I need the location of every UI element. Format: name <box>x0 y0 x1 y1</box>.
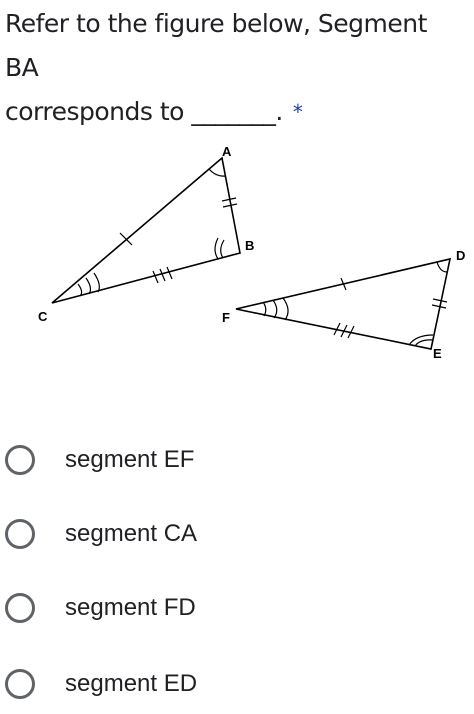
tick-de-2 <box>431 304 447 309</box>
angle-d-arc <box>436 261 448 273</box>
option-segment-fd[interactable]: segment FD <box>0 578 474 638</box>
tick-bc-3 <box>166 266 173 280</box>
angle-c-arc-1 <box>77 283 83 297</box>
angle-c-arc-2 <box>85 277 92 295</box>
label-b: B <box>245 238 254 253</box>
label-d: D <box>456 248 465 263</box>
angle-f-arc-3 <box>282 297 289 321</box>
question-text: Refer to the figure below, Segment BA co… <box>5 2 467 134</box>
tick-de-1 <box>432 298 448 303</box>
angle-a-arc <box>208 168 227 177</box>
tick-fe-2 <box>340 324 348 338</box>
angle-b-arc-inner <box>220 239 225 259</box>
option-segment-ef[interactable]: segment EF <box>0 430 474 490</box>
question-line-2: corresponds to _______. * <box>5 90 467 134</box>
tick-bc-1 <box>152 270 159 284</box>
angle-c-arc-3 <box>93 272 100 293</box>
option-label: segment CA <box>65 520 198 547</box>
angle-e-arc-inner <box>414 339 434 347</box>
question-line-1: Refer to the figure below, Segment BA <box>5 9 427 82</box>
angle-b-arc-outer <box>214 237 219 260</box>
tick-fe-3 <box>347 325 355 339</box>
required-asterisk: * <box>292 100 303 124</box>
radio-button[interactable] <box>5 669 35 699</box>
angle-e-arc-outer <box>408 334 434 346</box>
tick-fe-1 <box>333 322 341 336</box>
option-segment-ed[interactable]: segment ED <box>0 654 474 714</box>
option-label: segment FD <box>65 594 196 621</box>
angle-f-arc-1 <box>262 301 267 317</box>
option-segment-ca[interactable]: segment CA <box>0 504 474 564</box>
label-e: E <box>433 346 442 361</box>
question-line-2-text: corresponds to _______. <box>5 97 283 126</box>
triangle-def <box>235 257 452 350</box>
label-c: C <box>38 309 48 324</box>
tick-fd <box>340 277 347 291</box>
triangle-abc <box>51 156 241 304</box>
option-label: segment ED <box>65 670 198 697</box>
radio-button[interactable] <box>5 593 35 623</box>
radio-button[interactable] <box>5 519 35 549</box>
label-a: A <box>222 144 232 159</box>
tick-ac <box>119 232 133 246</box>
congruent-triangles-figure: A B C D E F <box>38 144 465 361</box>
tick-ab-2 <box>222 203 238 208</box>
tick-ab-1 <box>221 197 237 202</box>
option-label: segment EF <box>65 446 195 473</box>
tick-bc-2 <box>159 268 166 282</box>
label-f: F <box>222 310 230 325</box>
radio-button[interactable] <box>5 445 35 475</box>
angle-f-arc-2 <box>272 299 278 319</box>
